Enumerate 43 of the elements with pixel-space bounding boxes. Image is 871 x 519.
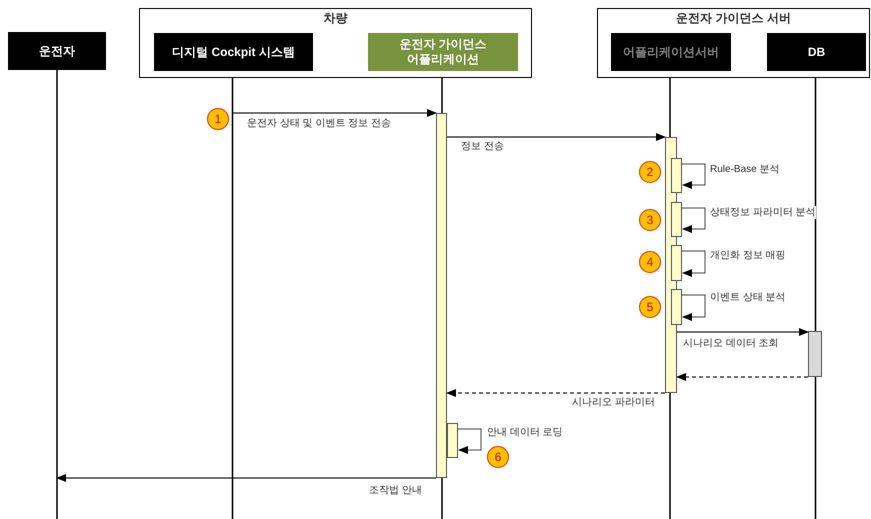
message-arrow: [446, 389, 666, 397]
participant-box: 어플리케이션서버: [611, 33, 731, 71]
message-arrow: [446, 133, 666, 141]
message-arrow: [682, 294, 706, 321]
callout-number: 2: [639, 161, 661, 183]
participant-box: 디지털 Cockpit 시스템: [154, 33, 313, 71]
edge-label: 조작법 안내: [369, 484, 422, 497]
edge-label: Rule-Base 분석: [710, 163, 780, 176]
callout-number: 5: [639, 296, 661, 318]
activation-bar: [671, 202, 682, 237]
edge-label: 시나리오 데이터 조회: [683, 337, 779, 350]
activation-bar: [447, 423, 458, 458]
message-arrow: [676, 373, 808, 381]
activation-bar: [808, 331, 822, 377]
participant-box: 운전자: [8, 32, 106, 70]
activation-bar: [671, 158, 682, 193]
message-arrow: [682, 208, 706, 233]
participant-box: 운전자 가이던스 어플리케이션: [368, 33, 518, 71]
message-arrow: [458, 428, 482, 454]
edge-label: 정보 전송: [461, 140, 504, 153]
activation-bar: [671, 289, 682, 325]
edge-label: 안내 데이터 로딩: [487, 426, 563, 439]
callout-number: 3: [639, 209, 661, 231]
edge-label: 운전자 상태 및 이벤트 정보 전송: [247, 117, 391, 130]
message-arrow: [232, 109, 437, 117]
group-box: [139, 8, 532, 78]
edge-label: 시나리오 파라미터: [572, 396, 655, 409]
message-arrow: [682, 164, 706, 189]
group-title: 차량: [322, 11, 348, 26]
message-arrow: [682, 250, 706, 277]
activation-bar: [436, 113, 447, 478]
message-arrow: [56, 474, 436, 482]
edge-label: 이벤트 상태 분석: [710, 291, 786, 304]
callout-number: 6: [487, 446, 509, 468]
group-title: 운전자 가이던스 서버: [675, 11, 792, 26]
activation-bar: [671, 245, 682, 281]
message-arrow: [676, 328, 809, 336]
edge-label: 개인화 정보 매핑: [710, 249, 786, 262]
edge-label: 상태정보 파라미터 분석: [710, 206, 816, 219]
callout-number: 4: [639, 251, 661, 273]
participant-box: DB: [767, 33, 866, 71]
group-box: [597, 8, 870, 78]
callout-number: 1: [207, 108, 229, 130]
